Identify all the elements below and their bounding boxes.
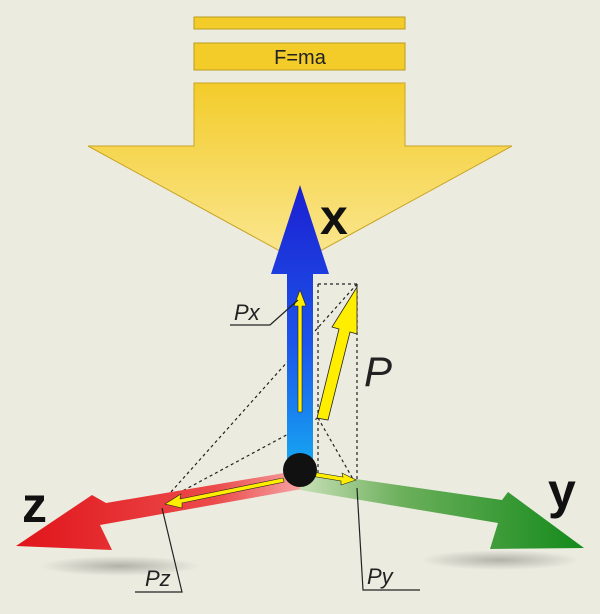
p-label: P — [364, 348, 392, 395]
force-bar-top — [193, 16, 406, 30]
origin-point — [283, 453, 317, 487]
projection-guides — [161, 283, 358, 503]
force-bar-formula — [193, 42, 406, 71]
z-axis-label: z — [22, 477, 47, 533]
force-formula: F=ma — [274, 47, 327, 69]
y-shadow — [420, 550, 580, 570]
pz-vector — [164, 477, 285, 509]
p-vector — [316, 285, 358, 421]
z-shadow — [40, 556, 200, 576]
px-vector — [293, 289, 307, 413]
py-leader — [356, 487, 420, 591]
force-arrow: F=ma — [87, 16, 513, 263]
y-axis-label: y — [548, 463, 576, 519]
force-arrow-body — [87, 82, 513, 263]
label-leaders — [135, 299, 420, 593]
pz-label: Pz — [145, 566, 171, 591]
px-label: Px — [234, 300, 261, 325]
pz-leader — [135, 507, 183, 593]
y-axis-arrow — [300, 471, 584, 549]
px-leader — [230, 299, 299, 326]
py-label: Py — [367, 564, 395, 589]
x-axis-label: x — [320, 189, 348, 245]
z-axis-arrow — [16, 470, 302, 550]
